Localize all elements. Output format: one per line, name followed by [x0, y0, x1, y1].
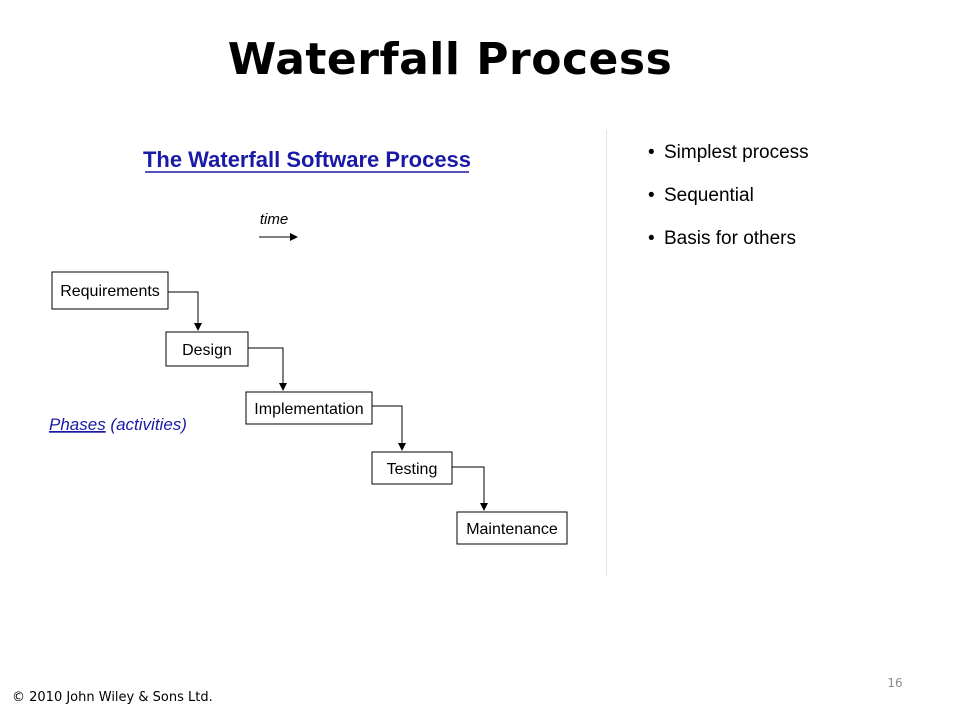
slide-title: Waterfall Process	[227, 34, 673, 85]
phase-testing: Testing	[371, 451, 453, 485]
phase-label: Maintenance	[466, 521, 558, 538]
bullet-text: Sequential	[664, 185, 754, 206]
bullet-dot-icon: •	[648, 142, 655, 163]
page-number: 16	[887, 676, 903, 690]
bullet-list: • Simplest process • Sequential • Basis for…	[648, 142, 809, 271]
time-label: time	[260, 211, 288, 228]
diagram-heading: The Waterfall Software Process	[143, 147, 471, 172]
connector-design-implementation	[248, 347, 287, 391]
bullet-dot-icon: •	[648, 228, 655, 249]
copyright-notice: © 2010 John Wiley & Sons Ltd.	[12, 690, 213, 705]
phase-maintenance: Maintenance	[456, 511, 568, 545]
bullet-dot-icon: •	[648, 185, 655, 206]
phase-requirements: Requirements	[51, 271, 169, 310]
phase-implementation: Implementation	[245, 391, 373, 425]
bullet-item: • Simplest process	[648, 142, 809, 164]
connector-testing-maintenance	[452, 466, 488, 511]
waterfall-diagram: The Waterfall Software Process time Requ…	[49, 147, 568, 545]
column-divider	[606, 130, 607, 576]
phase-label: Implementation	[254, 401, 363, 418]
phases-word: Phases	[49, 415, 106, 434]
phases-activities: (activities)	[106, 415, 187, 434]
phases-label: Phases (activities)	[49, 415, 187, 434]
phase-label: Requirements	[60, 283, 160, 300]
phase-design: Design	[165, 331, 249, 367]
bullet-item: • Basis for others	[648, 228, 809, 250]
connector-requirements-design	[168, 291, 202, 331]
phase-label: Design	[182, 342, 232, 359]
bullet-item: • Sequential	[648, 185, 809, 207]
bullet-text: Basis for others	[664, 228, 796, 249]
connector-implementation-testing	[372, 405, 406, 451]
bullet-text: Simplest process	[664, 142, 809, 163]
phase-label: Testing	[387, 461, 438, 478]
